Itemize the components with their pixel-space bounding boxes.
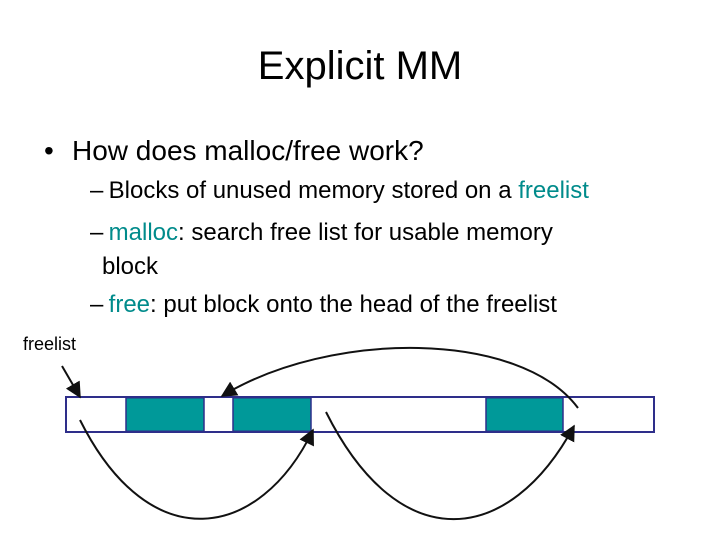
main-bullet: • How does malloc/free work? [44,134,424,168]
slide-title: Explicit MM [257,44,463,88]
subitem-text: Blocks of unused memory stored on a [108,177,519,204]
used-block [232,397,312,432]
subitem-free: – free: put block onto the head of the f… [90,290,557,320]
subitem-malloc: – malloc: search free list for usable me… [90,218,553,248]
link-arrow-bottom-right [325,411,575,520]
link-arrow-top [220,346,579,409]
used-block [485,397,564,432]
bullet-marker: • [44,135,54,166]
freelist-pointer-arrow [61,365,81,399]
dash-marker: – [90,291,104,318]
used-block [125,397,205,432]
freelist-label: freelist [23,334,77,354]
subitem-continuation: block [102,253,159,280]
link-arrow-bottom-left [79,419,314,520]
subitem-text-end: : put block onto the head of the freelis… [150,291,557,318]
highlight-term: malloc [108,219,179,246]
subitem-freelist: – Blocks of unused memory stored on a fr… [90,176,589,206]
bullet-text: How does malloc/free work? [72,135,424,166]
dash-marker: – [90,219,104,246]
dash-marker: – [90,177,104,204]
subitem-text-end: : search free list for usable memory [178,219,553,246]
highlight-term: freelist [518,177,589,204]
highlight-term: free [108,291,151,318]
